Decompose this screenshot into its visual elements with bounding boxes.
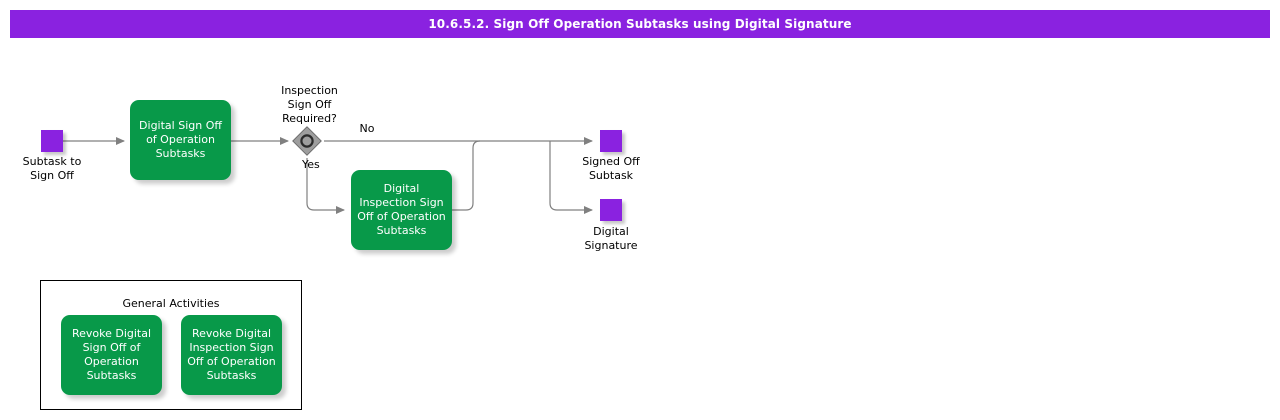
page-title-bar: 10.6.5.2. Sign Off Operation Subtasks us… (10, 10, 1270, 38)
revoke-digital-sign-off-task-label: Revoke Digital Sign Off of Operation Sub… (71, 327, 152, 382)
revoke-digital-inspection-sign-off-task-label: Revoke Digital Inspection Sign Off of Op… (187, 327, 276, 382)
edge-label-no: No (359, 122, 375, 135)
start-terminator[interactable] (41, 130, 63, 152)
inspection-required-gateway-label: Inspection Sign Off Required? (281, 84, 338, 125)
digital-inspection-sign-off-task[interactable]: Digital Inspection Sign Off of Operation… (351, 170, 452, 250)
edge-label-yes: Yes (302, 158, 320, 171)
digital-signature-terminator[interactable] (600, 199, 622, 221)
gateway-inclusive-ring (300, 134, 314, 148)
signed-off-subtask-label: Signed Off Subtask (582, 155, 640, 182)
inspection-required-gateway[interactable] (292, 126, 322, 156)
digital-signature-label: Digital Signature (584, 225, 638, 252)
signed-off-subtask-terminator[interactable] (600, 130, 622, 152)
digital-sign-off-task[interactable]: Digital Sign Off of Operation Subtasks (130, 100, 231, 180)
digital-sign-off-task-label: Digital Sign Off of Operation Subtasks (139, 119, 222, 160)
start-terminator-label: Subtask to Sign Off (22, 155, 82, 182)
edge-inspection-to-merge (452, 140, 481, 211)
page-title: 10.6.5.2. Sign Off Operation Subtasks us… (428, 17, 852, 31)
revoke-digital-sign-off-task[interactable]: Revoke Digital Sign Off of Operation Sub… (61, 315, 162, 395)
revoke-digital-inspection-sign-off-task[interactable]: Revoke Digital Inspection Sign Off of Op… (181, 315, 282, 395)
general-activities-group: General Activities Revoke Digital Sign O… (40, 280, 302, 410)
gateway-diamond-shape (292, 126, 322, 156)
digital-inspection-sign-off-task-label: Digital Inspection Sign Off of Operation… (357, 182, 446, 237)
general-activities-title: General Activities (122, 297, 220, 310)
